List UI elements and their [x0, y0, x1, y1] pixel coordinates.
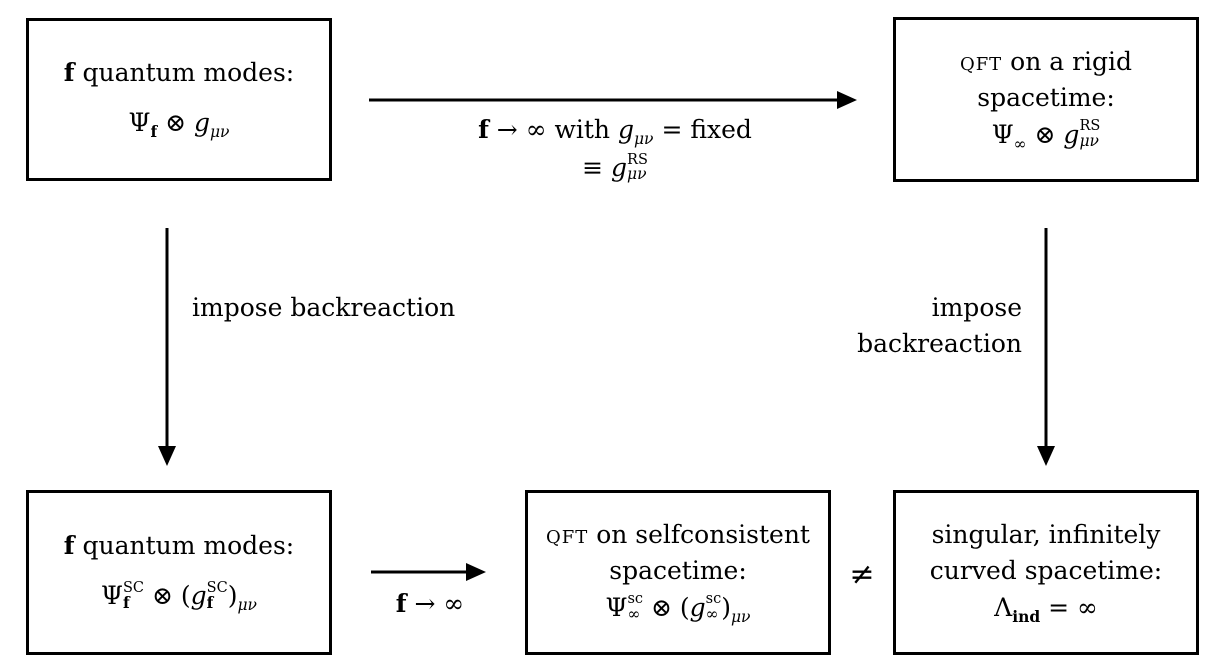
box-top-left: f quantum modes: Ψf ⊗ gμν	[26, 18, 332, 181]
box-bottom-right-math: Λind = ∞	[994, 592, 1098, 626]
edge-right-line1: impose	[931, 293, 1022, 322]
arrow-bottom	[371, 563, 486, 581]
box-top-left-math: Ψf ⊗ gμν	[128, 108, 230, 142]
box-bottom-right: singular, infinitely curved spacetime: Λ…	[893, 490, 1199, 655]
box-bottom-left-title: f quantum modes:	[63, 531, 295, 561]
arrow-right	[1037, 228, 1055, 466]
box-bottom-right-title: singular, infinitely	[931, 520, 1161, 550]
arrow-top	[369, 91, 857, 109]
edge-left-line1: impose	[192, 293, 283, 322]
box-top-right-title: qft on a rigid	[959, 47, 1133, 77]
box-bottom-right-subtitle: curved spacetime:	[929, 556, 1163, 586]
not-equal-sign: ≠	[849, 557, 875, 592]
edge-top-line1: f → ∞ with	[478, 115, 611, 144]
box-top-left-title: f quantum modes:	[63, 58, 295, 88]
edge-right-line2: backreaction	[857, 329, 1022, 359]
box-top-right-subtitle: spacetime:	[977, 83, 1115, 113]
edge-left-line2: backreaction	[290, 293, 456, 322]
edge-right-label: impose backreaction	[830, 290, 1022, 363]
arrow-left	[158, 228, 176, 466]
edge-left-label: impose backreaction	[192, 290, 455, 326]
box-bottom-middle-subtitle: spacetime:	[609, 556, 747, 586]
edge-bottom-label: f → ∞	[395, 589, 465, 618]
box-bottom-middle-title: qft on selfconsistent	[546, 520, 810, 550]
